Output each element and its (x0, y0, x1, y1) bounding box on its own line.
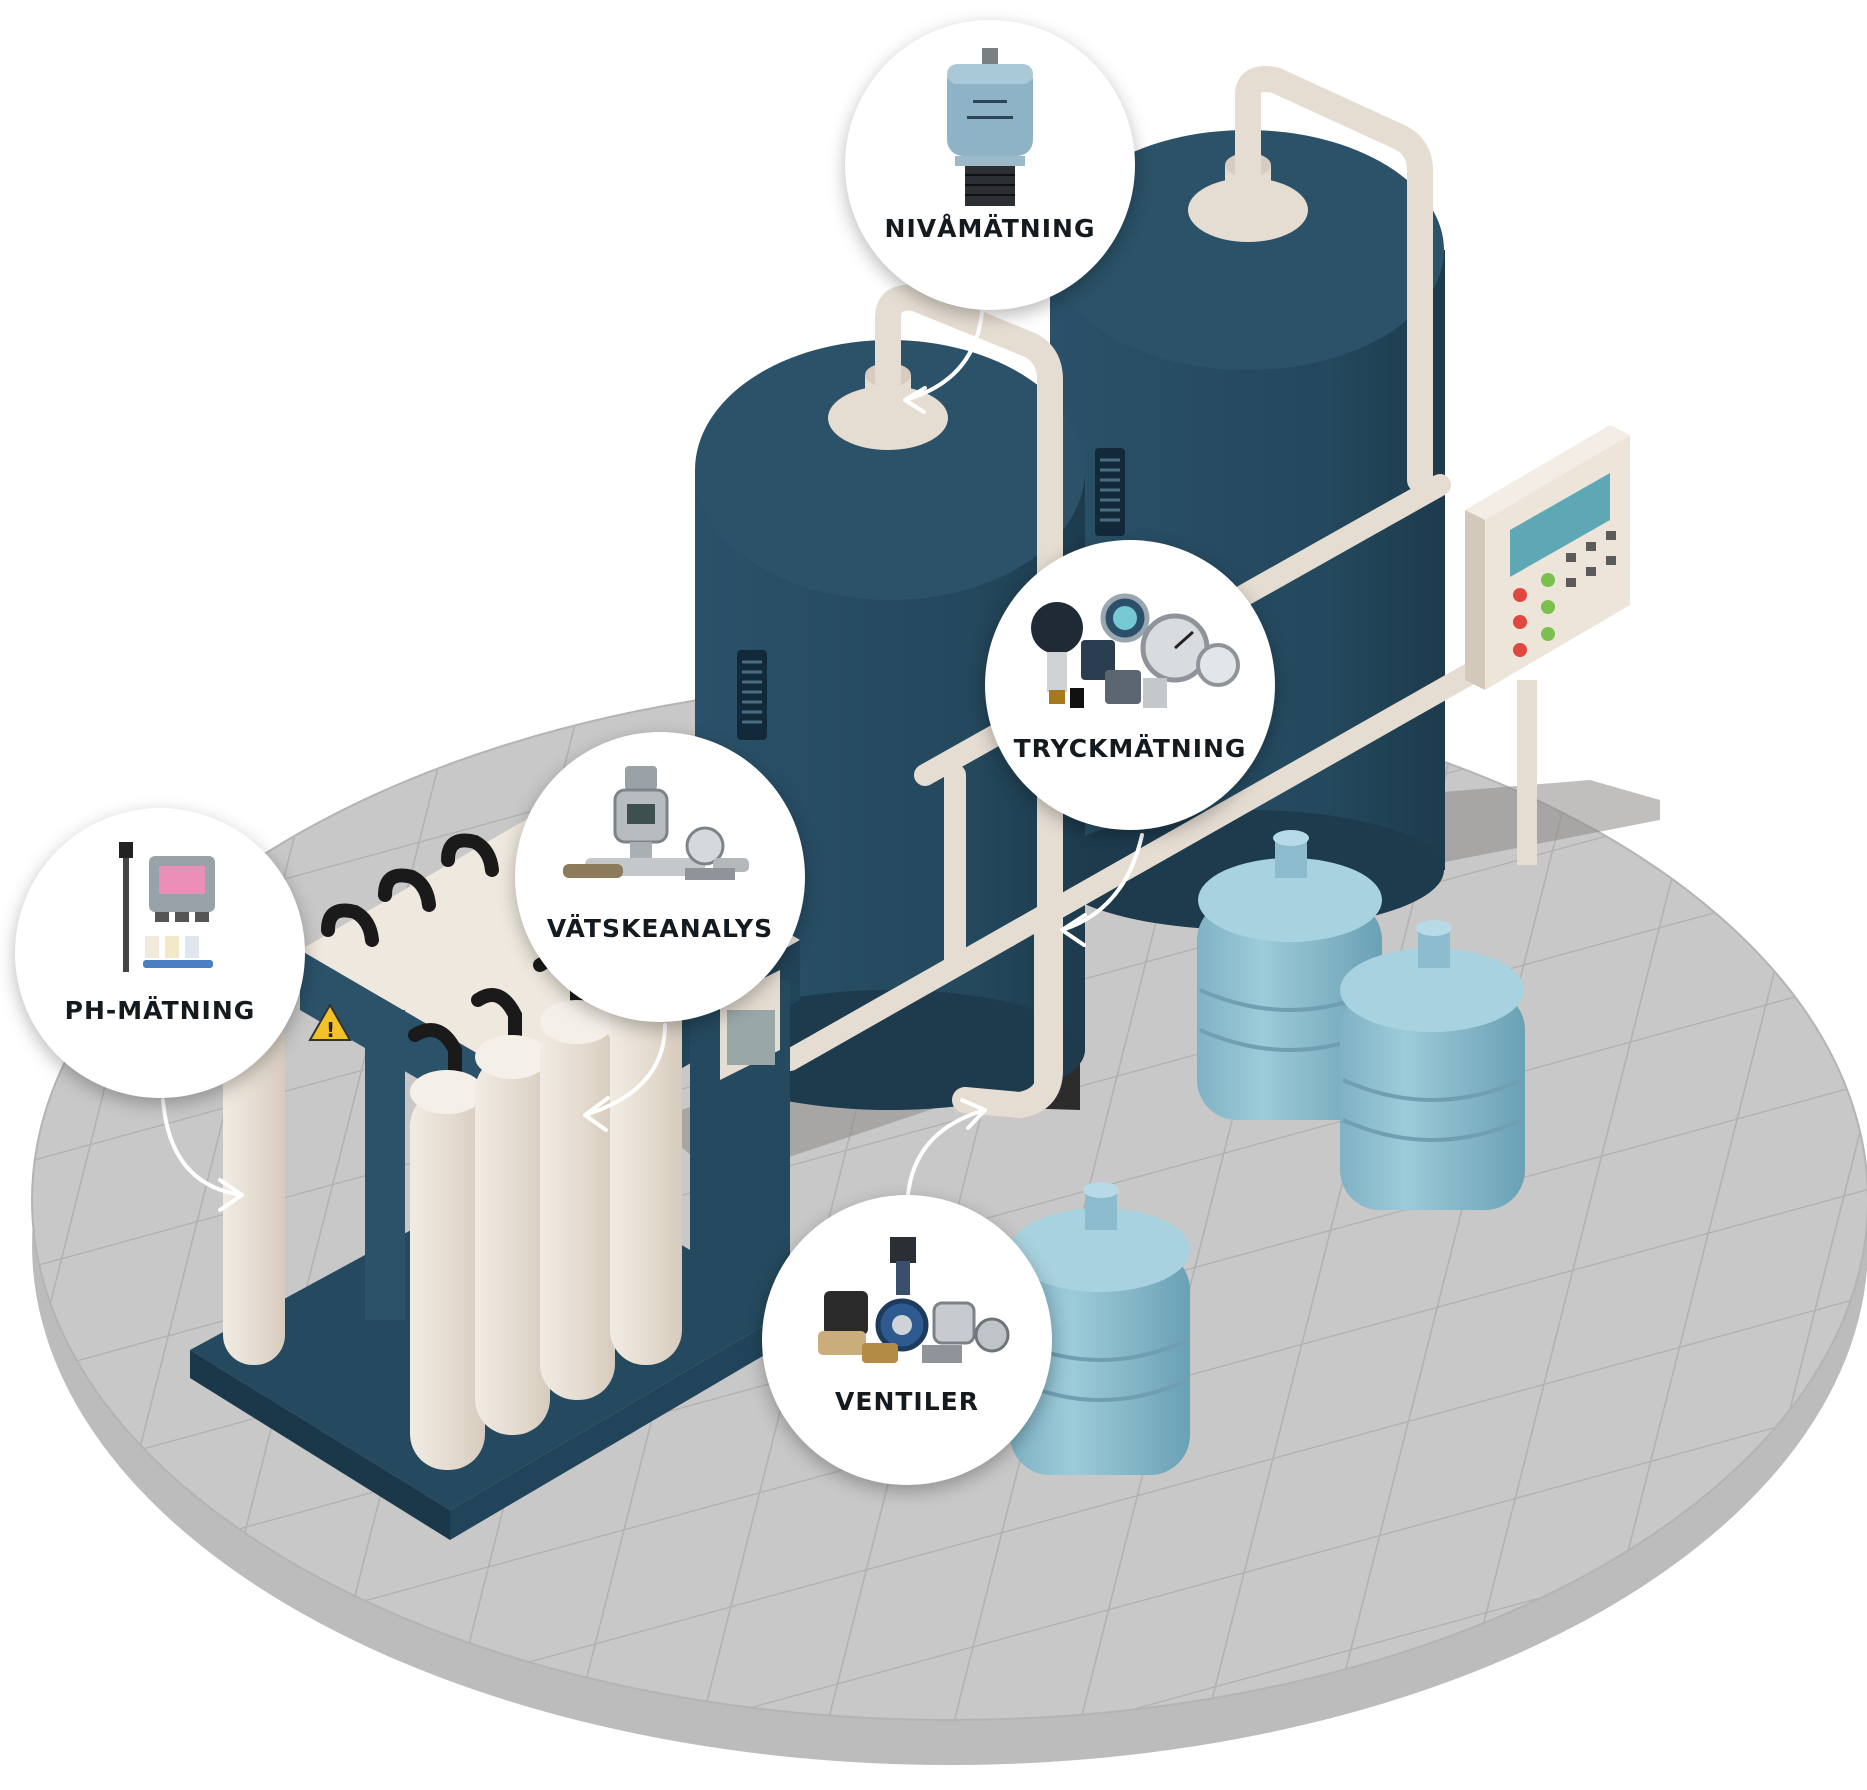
callout-label: PH-MÄTNING (64, 996, 256, 1025)
liquid-analyzer-icon (563, 766, 749, 880)
callout-label: VENTILER (835, 1387, 979, 1416)
tank-front (695, 340, 1085, 1110)
pressure-gauges-icon (1031, 593, 1240, 708)
arrow-tryckmatning (1060, 833, 1144, 932)
callout-arrows (161, 310, 1144, 1212)
callout-vatskeanalys[interactable]: VÄTSKEANALYS (515, 732, 805, 1022)
arrow-vatskeanalys (583, 1023, 667, 1117)
callout-ph-matning[interactable]: PH-MÄTNING (15, 808, 305, 1098)
arrow-ph-matning (161, 1098, 244, 1197)
bottle-3 (1010, 1182, 1190, 1475)
callout-ventiler[interactable]: VENTILER (762, 1195, 1052, 1485)
water-bottles (1010, 830, 1525, 1475)
filter-cylinders (223, 966, 682, 1470)
bottle-2 (1340, 920, 1525, 1210)
bottle-1 (1197, 830, 1382, 1120)
svg-text:!: ! (326, 1018, 335, 1042)
arrow-nivamatning (903, 310, 984, 402)
callout-nivamatning[interactable]: NIVÅMÄTNING (845, 20, 1135, 310)
callout-tryckmatning[interactable]: TRYCKMÄTNING (985, 540, 1275, 830)
pipe-rear-loop (1235, 66, 1433, 493)
level-transmitter-icon (947, 48, 1033, 206)
arrow-ventiler (906, 1108, 987, 1197)
callout-label: TRYCKMÄTNING (1013, 734, 1247, 763)
callout-label: NIVÅMÄTNING (884, 214, 1096, 243)
control-panel (1465, 425, 1630, 865)
ph-meter-icon (119, 842, 215, 972)
callout-label: VÄTSKEANALYS (546, 914, 774, 943)
valves-icon (818, 1237, 1010, 1363)
